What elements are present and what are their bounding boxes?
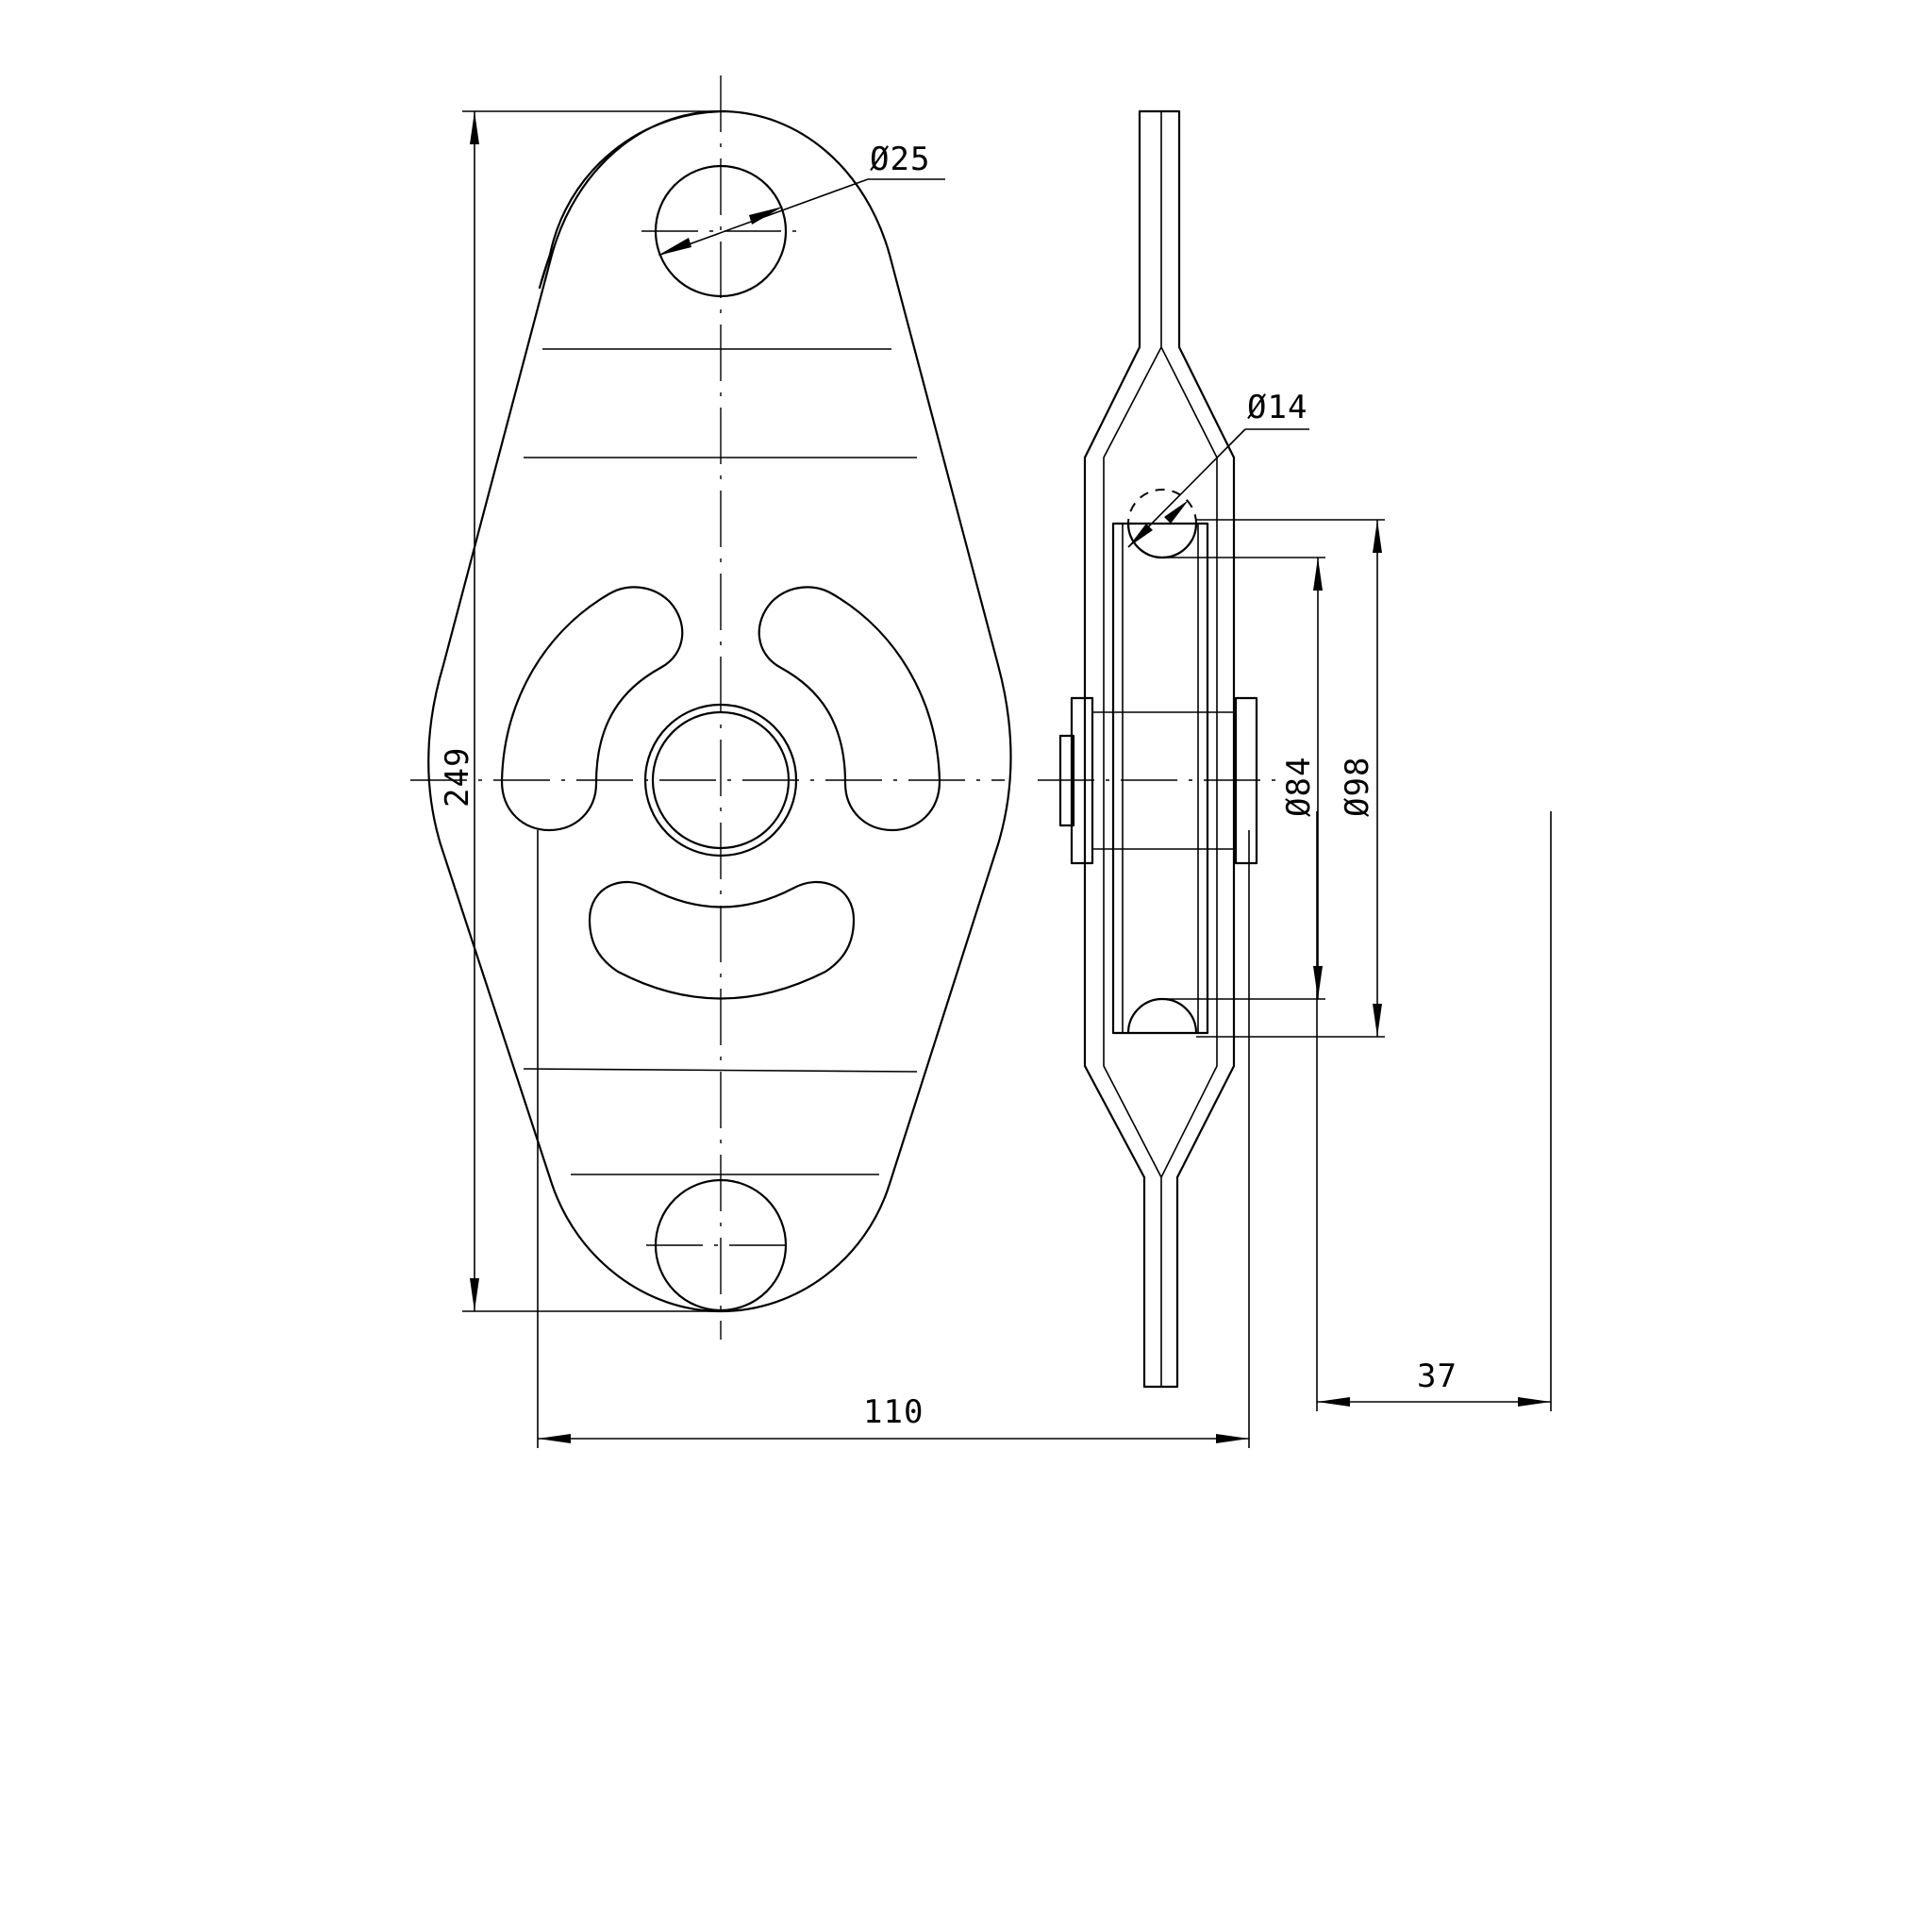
eye-hole-diameter-label: Ø25 xyxy=(870,141,930,178)
thickness-label: 37 xyxy=(1417,1357,1457,1395)
sheave-outer-diameter-label: Ø98 xyxy=(1339,757,1376,817)
width-arrow-left xyxy=(538,1434,571,1443)
width-label: 110 xyxy=(863,1393,924,1431)
thickness-arrow-left xyxy=(1317,1397,1350,1407)
sheave-root-arrow-top xyxy=(1313,558,1323,591)
sheave-outer-arrow-bottom xyxy=(1373,1004,1382,1037)
plate-line-3 xyxy=(523,1068,918,1073)
height-arrow-top xyxy=(470,111,479,144)
eye-hole-diameter-arrow-1 xyxy=(658,238,691,256)
thickness-arrow-right xyxy=(1518,1397,1551,1407)
right-kidney-slot xyxy=(758,586,941,832)
height-label: 249 xyxy=(439,747,476,808)
eye-hole-diameter-arrow-2 xyxy=(749,207,783,225)
front-view xyxy=(410,75,1012,1340)
rope-diameter-label: Ø14 xyxy=(1247,389,1307,426)
bottom-kidney-slot xyxy=(588,880,856,1000)
dimensions: Ø25 Ø14 Ø84 Ø98 249 110 xyxy=(439,110,1552,1448)
rope-groove-bottom xyxy=(1126,997,1198,1035)
rope-diameter-arrow-1 xyxy=(1128,524,1153,547)
inner-plate-right xyxy=(1160,346,1218,1178)
inner-plate-left xyxy=(1103,111,1162,1387)
side-plates-outline xyxy=(1083,109,1236,1389)
left-kidney-slot xyxy=(500,586,684,832)
rope-diameter-arrow-2 xyxy=(1164,500,1189,524)
width-arrow-right xyxy=(1216,1434,1249,1443)
side-view xyxy=(1038,109,1283,1389)
sheave-body xyxy=(1111,522,1209,1035)
sheave-root-diameter-label: Ø84 xyxy=(1280,757,1318,817)
sheave-root-arrow-bottom xyxy=(1313,966,1323,999)
sheave-outer-arrow-top xyxy=(1373,520,1382,553)
rope-groove-top xyxy=(1126,522,1198,559)
height-arrow-bottom xyxy=(470,1278,479,1311)
